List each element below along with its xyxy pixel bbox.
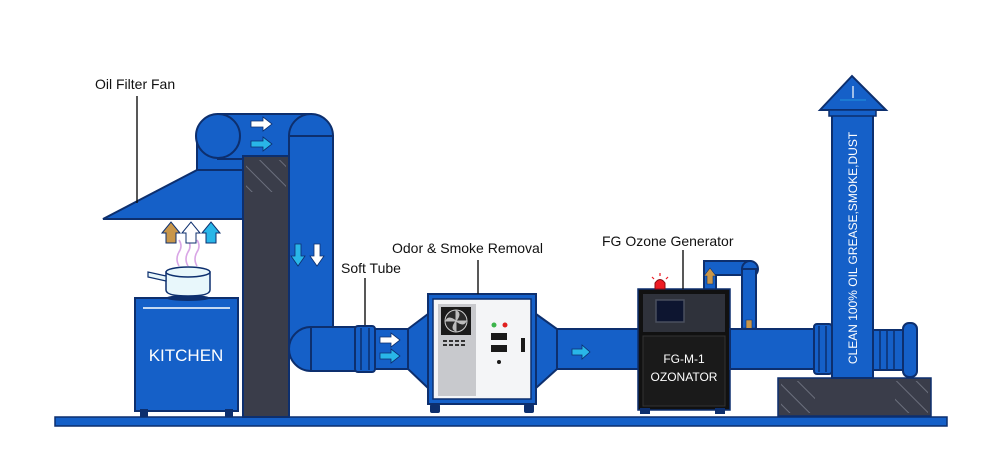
vent-grille — [443, 340, 465, 346]
fan-icon — [441, 307, 471, 335]
flow-arrow-icon — [180, 221, 202, 244]
flow-arrow-icon — [250, 116, 273, 132]
soft-tube — [354, 325, 411, 373]
soft-tube-label: Soft Tube — [341, 260, 401, 276]
ozonator-name-label: OZONATOR — [651, 370, 718, 384]
kitchen-label: KITCHEN — [149, 346, 224, 365]
floor-bar — [54, 416, 948, 427]
alarm-beacon-icon — [651, 273, 669, 290]
fg-ozone-generator-label: FG Ozone Generator — [602, 233, 734, 249]
inlet-transition — [407, 312, 429, 391]
rising-fumes-arrows — [160, 221, 222, 244]
duct-down-arrows — [290, 243, 325, 267]
chimney-base — [777, 377, 932, 417]
flow-arrow-icon — [309, 243, 325, 267]
control-switch — [491, 345, 507, 352]
flow-arrow-icon — [379, 332, 401, 348]
exhaust-fan-housing — [872, 322, 918, 378]
control-switch — [491, 333, 507, 340]
oil-filter-fan-label: Oil Filter Fan — [95, 76, 175, 92]
ozonator-model-label: FG-M-1 — [663, 352, 705, 366]
chimney-label: CLEAN 100% OIL GREASE,SMOKE,DUST — [846, 131, 860, 364]
odor-smoke-removal-label: Odor & Smoke Removal — [392, 240, 543, 256]
riser-panel — [242, 155, 290, 418]
steam-icon — [176, 239, 200, 267]
odor-smoke-removal-unit — [427, 293, 537, 413]
ozonator-unit: FG-M-1 OZONATOR — [637, 260, 759, 414]
red-indicator-light — [502, 322, 508, 328]
flow-arrow-icon — [379, 348, 401, 364]
door-handle — [521, 338, 525, 352]
control-knob — [497, 360, 501, 364]
flow-arrow-icon — [703, 267, 717, 285]
kitchen-unit: KITCHEN — [134, 297, 239, 417]
duct-to-chimney — [729, 328, 815, 370]
flow-arrow-icon — [571, 344, 591, 360]
green-indicator-light — [491, 322, 497, 328]
flow-arrow-icon — [290, 243, 306, 267]
flow-arrow-icon — [250, 136, 273, 152]
chimney-flange — [813, 323, 833, 375]
flow-arrow-icon — [160, 221, 182, 244]
duct-to-ozonator — [556, 328, 641, 370]
outlet-transition — [535, 312, 558, 391]
chimney-stack: CLEAN 100% OIL GREASE,SMOKE,DUST — [817, 74, 889, 379]
duct-top-arrows — [250, 116, 273, 152]
pot-icon — [147, 266, 211, 301]
inlet-arrows — [379, 332, 401, 364]
flow-arrow-icon — [200, 221, 222, 244]
